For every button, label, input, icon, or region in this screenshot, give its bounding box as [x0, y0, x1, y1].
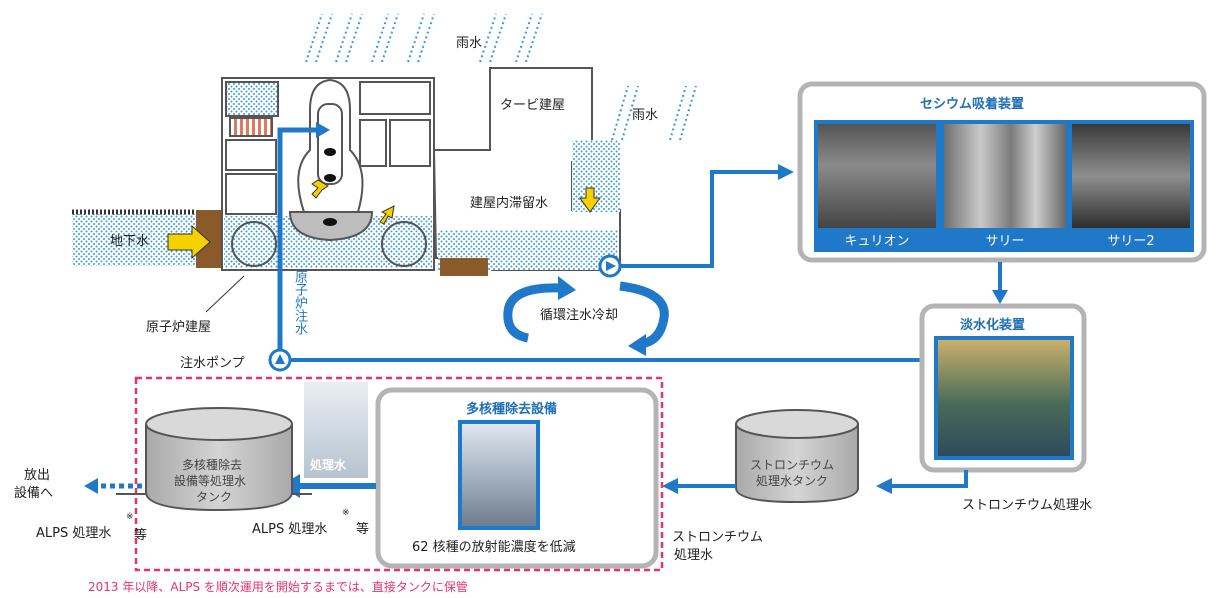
- alps-title: 多核種除去設備: [466, 402, 558, 417]
- reactor-building-label: 原子炉建屋: [146, 320, 212, 335]
- discharge-line2: 設備へ: [14, 486, 54, 501]
- discharge-line1: 放出: [24, 468, 51, 483]
- sr-tank-line2: 処理水タンク: [756, 474, 829, 488]
- rain-right-icon: [611, 85, 697, 141]
- sr-water-bottom-1: ストロンチウム: [672, 530, 764, 545]
- circulation-cooling-label: 循環注水冷却: [540, 308, 619, 323]
- photo-treated-water-bottle: [304, 382, 368, 478]
- injection-pump-label: 注水ポンプ: [180, 356, 245, 371]
- alps-water-mid-etc: 等: [356, 522, 370, 537]
- sr-water-right: ストロンチウム処理水: [962, 498, 1093, 513]
- rain-top-label: 雨水: [456, 36, 483, 51]
- alps-caption: 62 核種の放射能濃度を低減: [412, 540, 576, 555]
- alps-water-mid-mark: ※: [342, 508, 350, 518]
- stagnant-water-label: 建屋内滞留水: [470, 196, 549, 211]
- cesium-title: セシウム吸着装置: [920, 97, 1025, 112]
- alps-tank-line2: 設備等処理水: [174, 474, 247, 488]
- alps-tank-line3: タンク: [196, 490, 233, 504]
- desal-title: 淡水化装置: [960, 318, 1026, 333]
- caption-kurion: キュリオン: [844, 234, 910, 249]
- alps-tank-line1: 多核種除去: [182, 458, 243, 472]
- photo-alps: [462, 424, 536, 526]
- alps-water-left-mark: ※: [126, 512, 134, 522]
- alps-water-mid: ALPS 処理水: [252, 522, 328, 537]
- alps-water-left: ALPS 処理水: [36, 526, 112, 541]
- turbine-building-label: タービ建屋: [500, 98, 566, 113]
- sr-water-bottom-2: 処理水: [674, 548, 714, 563]
- photo-kurion: [818, 124, 936, 228]
- inflow-arrows: [167, 179, 601, 260]
- rain-top-icon: [305, 13, 543, 63]
- storage-region: [134, 376, 664, 572]
- footnote: 2013 年以降、ALPS を順次運用を開始するまでは、直接タンクに保管: [88, 580, 468, 594]
- sr-tank-line1: ストロンチウム: [750, 458, 835, 472]
- photo-desal: [938, 340, 1070, 456]
- treated-water-bottle-label: 処理水: [310, 458, 347, 472]
- caption-sarry: サリー: [985, 234, 1025, 249]
- rain-right-label: 雨水: [632, 108, 659, 123]
- caption-sarry2: サリー2: [1107, 234, 1155, 249]
- alps-water-left-etc: 等: [134, 528, 148, 543]
- groundwater-label: 地下水: [110, 234, 150, 249]
- photo-sarry: [944, 124, 1066, 228]
- reactor-injection-label: 原子炉注水: [292, 270, 307, 335]
- photo-sarry2: [1072, 124, 1190, 228]
